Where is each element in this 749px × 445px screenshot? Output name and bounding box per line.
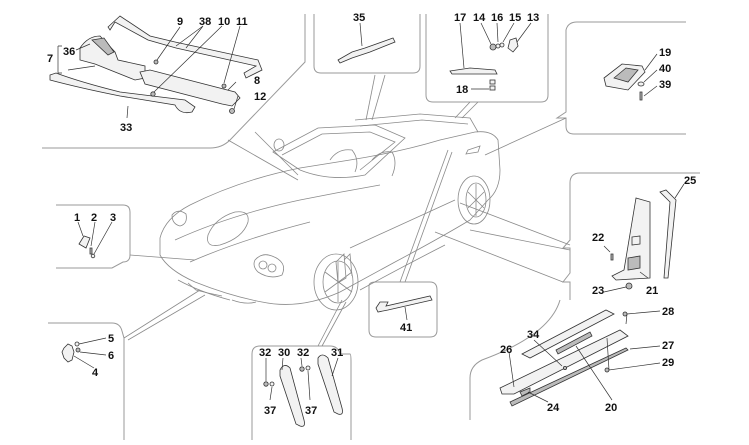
callout-11: 11: [236, 16, 248, 28]
rear-badge-group: [449, 22, 532, 91]
callout-33: 33: [120, 122, 132, 134]
callout-5: 5: [108, 333, 114, 345]
part-25: [659, 189, 677, 279]
callout-14: 14: [473, 12, 486, 24]
callout-28: 28: [662, 306, 674, 318]
callout-37-left: 37: [264, 405, 276, 417]
callout-15: 15: [509, 12, 521, 24]
panel-rear-badge: [425, 14, 549, 103]
car-illustration: [159, 113, 501, 311]
callout-13: 13: [527, 12, 539, 24]
callout-22: 22: [592, 232, 604, 244]
callout-36: 36: [63, 46, 75, 58]
panel-sill: [469, 299, 561, 420]
callout-39: 39: [659, 79, 671, 91]
panel-side-vents: [251, 345, 352, 440]
panel-cowl: [42, 14, 306, 149]
callout-16: 16: [491, 12, 503, 24]
sill-group: [499, 309, 661, 407]
nose-badge-group: [61, 337, 107, 369]
panel-windscreen-badge: [313, 14, 421, 74]
part-41-badge: [375, 295, 433, 321]
callout-35: 35: [353, 12, 365, 24]
callout-31: 31: [331, 347, 343, 359]
callout-18: 18: [456, 84, 468, 96]
callout-30: 30: [278, 347, 290, 359]
fuel-flap-group: [603, 53, 658, 101]
panel-fuel-flap: [555, 21, 686, 135]
part-26: [499, 329, 629, 395]
callout-9: 9: [177, 16, 183, 28]
callout-40: 40: [659, 63, 671, 75]
pillar-group: [603, 183, 685, 293]
callout-19: 19: [659, 47, 671, 59]
part-27: [509, 347, 629, 407]
part-30: [279, 365, 305, 427]
callout-7: 7: [47, 53, 53, 65]
part-34: [521, 309, 615, 359]
callout-41: 41: [400, 322, 412, 334]
callout-29: 29: [662, 357, 674, 369]
callout-38: 38: [199, 16, 211, 28]
callout-21: 21: [646, 285, 658, 297]
callout-32-right: 32: [297, 347, 309, 359]
callout-24: 24: [547, 402, 560, 414]
callout-10: 10: [218, 16, 230, 28]
callout-20: 20: [605, 402, 617, 414]
panel-side-badge: [368, 281, 438, 338]
callout-26: 26: [500, 344, 512, 356]
callout-23: 23: [592, 285, 604, 297]
panel-pillar: [561, 172, 700, 300]
callout-37-right: 37: [305, 405, 317, 417]
part-24: [519, 387, 531, 397]
callout-3: 3: [110, 212, 116, 224]
front-plate-group: [77, 221, 113, 259]
callout-4: 4: [92, 367, 99, 379]
cowl-leader-lines: [57, 25, 241, 119]
callout-2: 2: [91, 212, 97, 224]
callout-32-left: 32: [259, 347, 271, 359]
callout-6: 6: [108, 350, 114, 362]
part-31: [317, 354, 343, 415]
callout-34: 34: [527, 329, 540, 341]
callout-25: 25: [684, 175, 696, 187]
callout-27: 27: [662, 340, 674, 352]
callout-8: 8: [254, 75, 260, 87]
connector-lines: [123, 74, 571, 347]
part-33: [49, 72, 196, 114]
callout-12: 12: [254, 91, 266, 103]
part-20: [555, 331, 593, 355]
part-21: [611, 197, 651, 281]
side-vent-group: [263, 354, 343, 427]
part-36: [79, 35, 146, 81]
part-35-badge: [337, 22, 396, 64]
callout-1: 1: [74, 212, 80, 224]
panel-nose-badge: [48, 322, 125, 440]
callout-17: 17: [454, 12, 466, 24]
cowl-panel-group: [49, 15, 263, 114]
